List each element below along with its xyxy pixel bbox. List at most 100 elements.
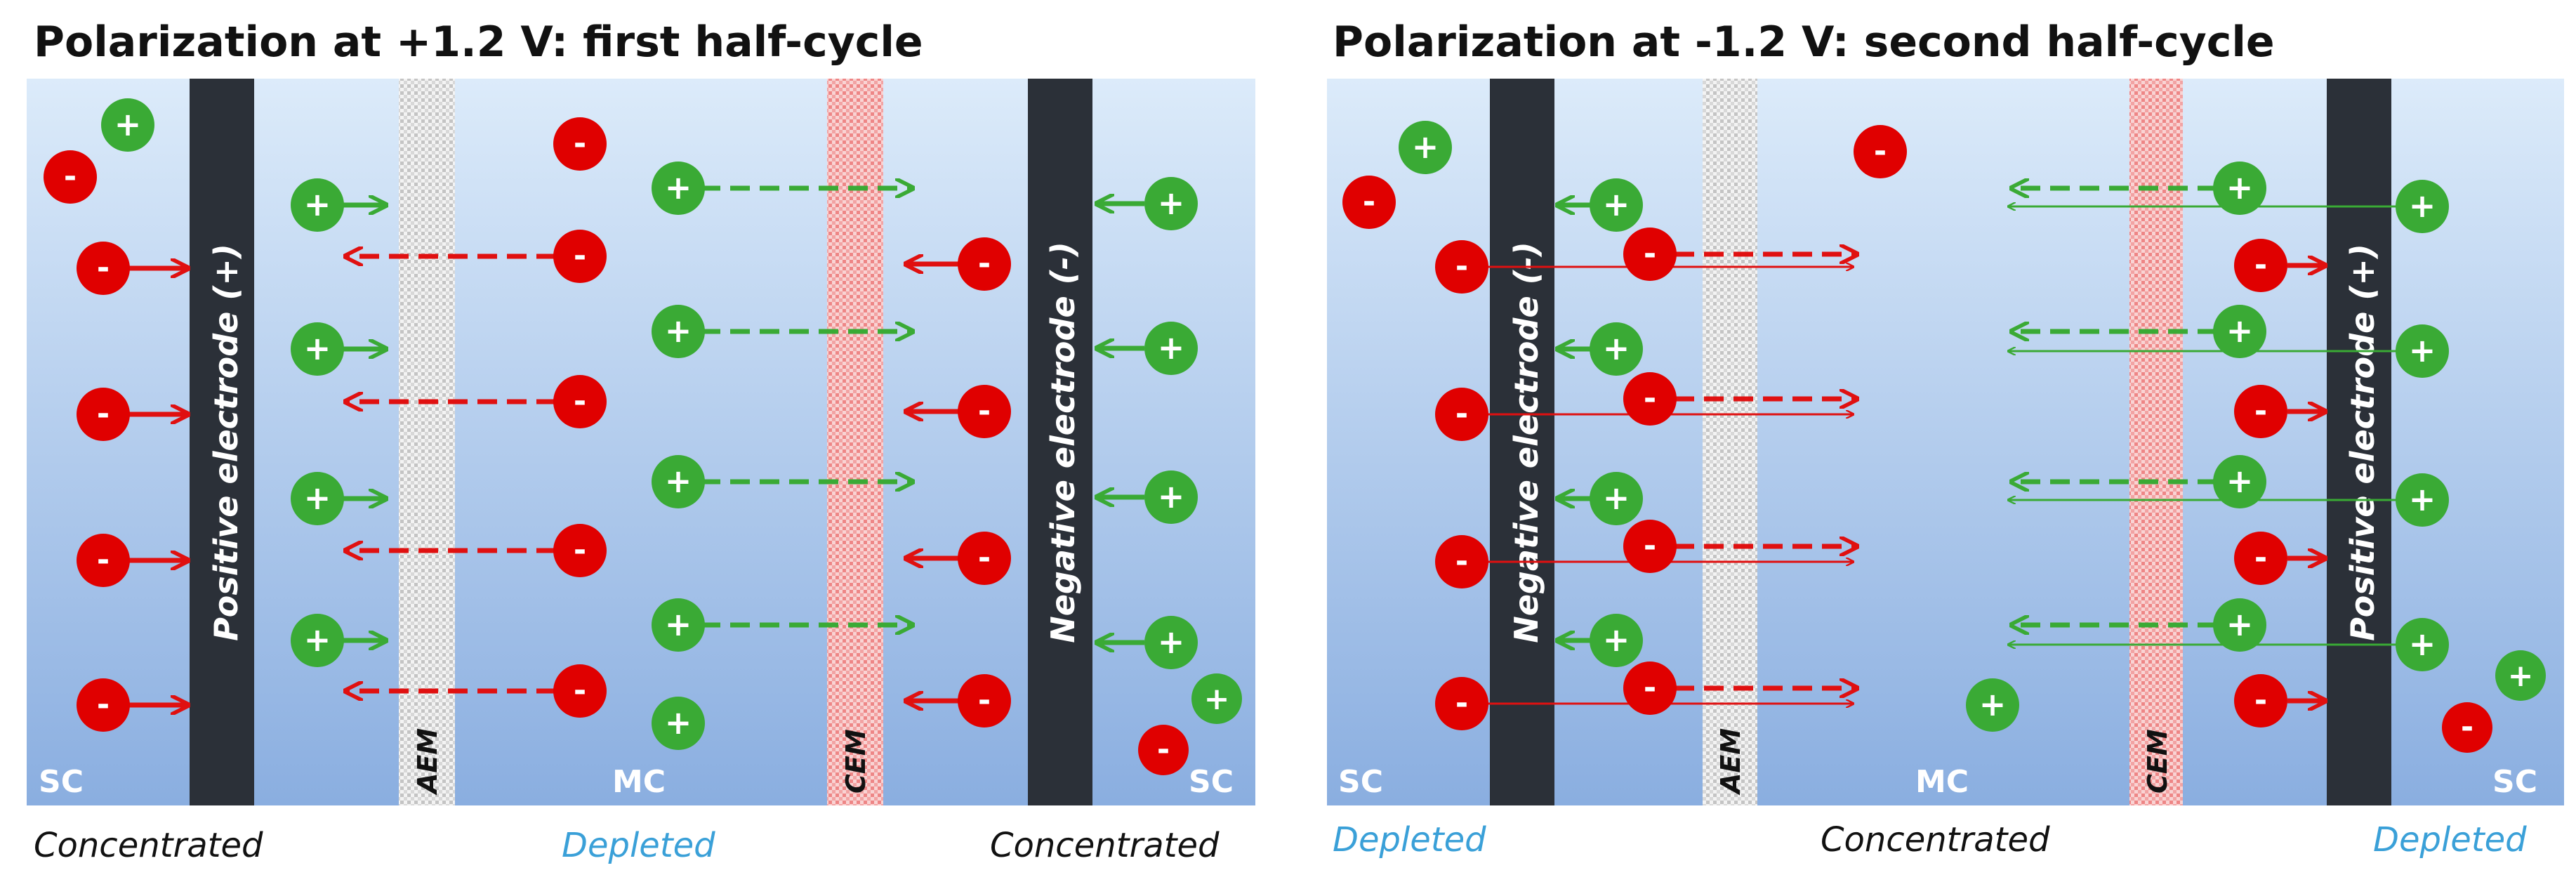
svg-text:+: + bbox=[114, 105, 142, 143]
status-right-label: Depleted bbox=[2373, 820, 2527, 860]
cation-ion-icon: + bbox=[2396, 180, 2449, 233]
ions: + - - - - - + + + + - - - - - + + + + + … bbox=[1342, 121, 2546, 753]
panel-title: Polarization at +1.2 V: first half-cycle bbox=[34, 18, 923, 67]
cation-ion-icon: + bbox=[652, 455, 705, 508]
anion-ion-icon: - bbox=[2234, 385, 2287, 438]
svg-text:-: - bbox=[97, 542, 110, 578]
svg-text:-: - bbox=[574, 126, 586, 162]
anion-ion-icon: - bbox=[1623, 520, 1677, 573]
panel-first-half-cycle: Polarization at +1.2 V: first half-cycle… bbox=[27, 18, 1255, 865]
cation-ion-icon: + bbox=[1191, 673, 1242, 724]
svg-text:+: + bbox=[1158, 329, 1185, 367]
svg-text:+: + bbox=[2409, 187, 2436, 225]
region-right-label: SC bbox=[2492, 764, 2537, 800]
cation-ion-icon: + bbox=[1590, 178, 1643, 232]
anion-ion-icon: - bbox=[1623, 662, 1677, 715]
svg-text:-: - bbox=[2461, 709, 2473, 745]
electrode-right-label: Positive electrode (+) bbox=[2344, 244, 2382, 641]
svg-text:-: - bbox=[574, 532, 586, 568]
svg-text:+: + bbox=[1603, 479, 1630, 517]
electrode-right-label: Negative electrode (-) bbox=[1044, 242, 1082, 643]
svg-text:-: - bbox=[97, 396, 110, 432]
svg-text:-: - bbox=[1644, 670, 1656, 706]
svg-text:-: - bbox=[978, 683, 991, 718]
anion-ion-icon: - bbox=[77, 534, 130, 587]
cation-ion-icon: + bbox=[291, 472, 344, 525]
svg-text:+: + bbox=[1412, 128, 1439, 166]
cation-ion-icon: + bbox=[1144, 177, 1198, 230]
cation-ion-icon: + bbox=[101, 98, 154, 152]
cation-ion-icon: + bbox=[2495, 650, 2546, 701]
cation-ion-icon: + bbox=[291, 178, 344, 232]
svg-text:+: + bbox=[1603, 329, 1630, 367]
svg-text:+: + bbox=[1979, 685, 2007, 723]
cation-ion-icon: + bbox=[291, 614, 344, 667]
status-mid-label: Depleted bbox=[562, 826, 715, 865]
svg-text:-: - bbox=[1874, 133, 1887, 169]
status-mid-label: Concentrated bbox=[1821, 820, 2050, 860]
svg-text:-: - bbox=[574, 673, 586, 709]
membrane-aem-label: AEM bbox=[412, 728, 443, 796]
svg-text:-: - bbox=[1455, 396, 1468, 432]
anion-ion-icon: - bbox=[77, 678, 130, 732]
svg-text:+: + bbox=[304, 329, 331, 367]
status-right-label: Concentrated bbox=[990, 826, 1220, 865]
cation-ion-icon: + bbox=[1399, 121, 1452, 174]
svg-text:+: + bbox=[304, 185, 331, 223]
anion-ion-icon: - bbox=[1435, 677, 1488, 730]
svg-text:+: + bbox=[1158, 478, 1185, 515]
svg-text:-: - bbox=[1455, 544, 1468, 579]
svg-text:-: - bbox=[978, 393, 991, 429]
electrode-left bbox=[190, 79, 254, 805]
svg-text:-: - bbox=[978, 540, 991, 576]
panel-title: Polarization at -1.2 V: second half-cycl… bbox=[1333, 18, 2275, 67]
cation-ion-icon: + bbox=[652, 305, 705, 358]
svg-text:+: + bbox=[2226, 605, 2254, 643]
anion-ion-icon: - bbox=[553, 375, 607, 428]
anion-ion-icon: - bbox=[1623, 372, 1677, 426]
svg-text:-: - bbox=[574, 238, 586, 274]
membrane-aem bbox=[1703, 79, 1757, 805]
membrane-cem-label: CEM bbox=[2142, 729, 2173, 794]
anion-ion-icon: - bbox=[2234, 674, 2287, 728]
anion-ion-icon: - bbox=[77, 388, 130, 441]
svg-text:-: - bbox=[1644, 236, 1656, 272]
cation-ion-icon: + bbox=[2213, 455, 2266, 508]
svg-text:-: - bbox=[2254, 540, 2267, 576]
svg-text:+: + bbox=[665, 605, 692, 643]
anion-ion-icon: - bbox=[1435, 535, 1488, 588]
region-mid-label: MC bbox=[612, 764, 666, 800]
anion-ion-icon: - bbox=[1435, 240, 1488, 294]
svg-text:+: + bbox=[304, 621, 331, 659]
svg-text:+: + bbox=[2226, 169, 2254, 206]
cation-ion-icon: + bbox=[652, 162, 705, 215]
svg-text:-: - bbox=[1644, 381, 1656, 416]
panel-second-half-cycle: Polarization at -1.2 V: second half-cycl… bbox=[1327, 18, 2564, 860]
svg-text:+: + bbox=[2409, 625, 2436, 663]
anion-ion-icon: - bbox=[77, 242, 130, 295]
cation-ion-icon: + bbox=[652, 697, 705, 750]
svg-text:-: - bbox=[1455, 685, 1468, 721]
electrode-left bbox=[1490, 79, 1554, 805]
svg-text:+: + bbox=[665, 462, 692, 500]
anion-ion-icon: - bbox=[958, 532, 1011, 585]
membrane-aem bbox=[399, 79, 455, 805]
cation-ion-icon: + bbox=[1144, 470, 1198, 524]
membrane-cem bbox=[2129, 79, 2183, 805]
svg-text:+: + bbox=[304, 479, 331, 517]
anion-ion-icon: - bbox=[553, 664, 607, 718]
svg-text:+: + bbox=[1204, 681, 1230, 717]
anion-ion-icon: - bbox=[2234, 239, 2287, 292]
anion-ion-icon: - bbox=[958, 237, 1011, 291]
cation-ion-icon: + bbox=[652, 598, 705, 652]
cation-ion-icon: + bbox=[2213, 598, 2266, 652]
anion-ion-icon: - bbox=[44, 150, 97, 204]
svg-text:-: - bbox=[97, 687, 110, 723]
cation-ion-icon: + bbox=[2213, 162, 2266, 215]
status-left-label: Concentrated bbox=[34, 826, 263, 865]
cation-ion-icon: + bbox=[1144, 616, 1198, 669]
region-mid-label: MC bbox=[1915, 764, 1969, 800]
cation-ion-icon: + bbox=[2396, 324, 2449, 378]
svg-text:+: + bbox=[1603, 185, 1630, 223]
